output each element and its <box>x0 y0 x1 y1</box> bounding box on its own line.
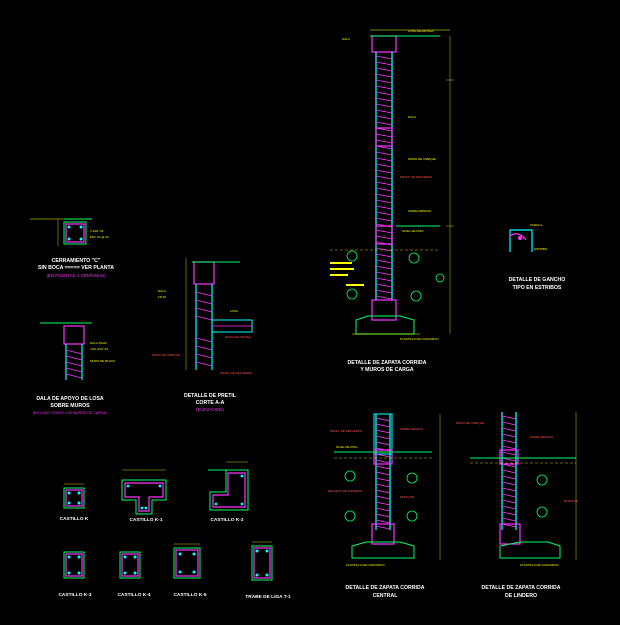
castillo-k1 <box>121 469 167 515</box>
zapata-central-title-2: CENTRAL <box>373 593 399 599</box>
svg-text:PLANTILLA DE CONCRETO: PLANTILLA DE CONCRETO <box>400 337 439 341</box>
castillo-k2-label: CASTILLO K-2 <box>210 517 243 523</box>
castillo-k3 <box>63 551 85 579</box>
svg-text:MURO DE TABIQUE: MURO DE TABIQUE <box>152 353 180 357</box>
svg-text:DALA 15x20: DALA 15x20 <box>90 341 107 345</box>
svg-text:EST. #2 @ 20: EST. #2 @ 20 <box>90 235 109 239</box>
castillo-k4-label: CASTILLO K-4 <box>117 592 150 598</box>
castillo-k4 <box>119 551 141 579</box>
zapata-central-detail: PROM. DE REFUERZO FIRME ARMADO NIVEL DE … <box>328 413 441 567</box>
zapata-carga-title-2: Y MUROS DE CARGA <box>360 367 413 373</box>
zapata-central-title-1: DETALLE DE ZAPATA CORRIDA <box>346 585 425 591</box>
dala-detail: DALA 15x20 4 #3, EST. #2 MURO DE BLOCK <box>40 322 115 380</box>
cerramiento-title-2: SIN BOCA ===== VER PLANTA <box>38 265 114 271</box>
svg-text:RELLENO DE MATERIAL: RELLENO DE MATERIAL <box>328 489 363 493</box>
svg-text:PLANTILLA DE CONCRETO: PLANTILLA DE CONCRETO <box>520 563 559 567</box>
svg-text:DALA: DALA <box>408 115 416 119</box>
castillo-k <box>63 483 85 509</box>
dala-subtitle: (EN CASO TODOS LOS MUROS DE CARGA) <box>33 411 108 415</box>
svg-text:NIVEL DE PISO: NIVEL DE PISO <box>336 445 358 449</box>
svg-text:NIVEL DE PISO: NIVEL DE PISO <box>402 229 424 233</box>
castillo-k2 <box>208 461 249 511</box>
svg-text:MURO DE: MURO DE <box>564 499 578 503</box>
svg-text:4 #3, EST. #2: 4 #3, EST. #2 <box>90 347 108 351</box>
svg-text:4 VAR. #3: 4 VAR. #3 <box>90 229 104 233</box>
svg-text:FIRME ARMADO: FIRME ARMADO <box>400 427 424 431</box>
svg-text:MURO DE TABIQUE: MURO DE TABIQUE <box>408 157 436 161</box>
svg-text:PLANTILLA DE CONCRETO: PLANTILLA DE CONCRETO <box>346 563 385 567</box>
svg-text:NIVEL DE AZOTEA: NIVEL DE AZOTEA <box>225 335 251 339</box>
svg-text:MURO DE TABIQUE: MURO DE TABIQUE <box>456 421 484 425</box>
castillo-k-label: CASTILLO K <box>60 516 89 522</box>
svg-text:15x15: 15x15 <box>158 295 167 299</box>
cerramiento-subtitle: (EN PUERTAS Y VENTANAS) <box>46 273 106 278</box>
dala-title-2: SOBRE MUROS <box>50 403 90 409</box>
svg-text:LOSA: LOSA <box>230 309 238 313</box>
trabe-t1-label: TRABE DE LIGA T-1 <box>245 594 291 600</box>
castillo-k5 <box>173 543 201 579</box>
svg-text:DALA: DALA <box>342 37 350 41</box>
svg-text:FIRME ARMADO: FIRME ARMADO <box>408 209 432 213</box>
pretil-subtitle: (ELEVACION) <box>196 407 224 412</box>
dala-title-1: DALA DE APOYO DE LOSA <box>36 396 104 402</box>
zapata-lindero-detail: MURO DE TABIQUE FIRME ARMADO MURO DE PLA… <box>456 412 578 567</box>
svg-text:MURO DE BLOCK: MURO DE BLOCK <box>90 359 115 363</box>
cerramiento-title-1: CERRAMIENTO "C" <box>52 258 101 264</box>
svg-text:FIRME ARMADO: FIRME ARMADO <box>530 435 554 439</box>
svg-text:VARILLA: VARILLA <box>530 223 542 227</box>
svg-text:PROM. DE REFUERZO: PROM. DE REFUERZO <box>400 175 433 179</box>
gancho-title-2: TIPO EN ESTRIBOS <box>513 285 562 291</box>
castillo-k3-label: CASTILLO K-3 <box>58 592 91 598</box>
gancho-detail: VARILLA ESTRIBO <box>509 223 548 252</box>
gancho-title-1: DETALLE DE GANCHO <box>509 277 566 283</box>
zapata-lindero-title-1: DETALLE DE ZAPATA CORRIDA <box>482 585 561 591</box>
pretil-detail: DALA 15x15 LOSA NIVEL DE AZOTEA MURO DE … <box>152 258 253 375</box>
castillo-k5-label: CASTILLO K-5 <box>173 592 206 598</box>
svg-text:DALA: DALA <box>158 289 166 293</box>
pretil-title-1: DETALLE DE PRETIL <box>184 393 237 399</box>
svg-text:PROM. DE REFUERZO: PROM. DE REFUERZO <box>220 371 253 375</box>
pretil-title-2: CORTE A-A <box>196 400 225 406</box>
svg-text:PROM. DE REFUERZO: PROM. DE REFUERZO <box>330 429 363 433</box>
castillo-k1-label: CASTILLO K-1 <box>129 517 162 523</box>
zapata-carga-title-1: DETALLE DE ZAPATA CORRIDA <box>348 360 427 366</box>
svg-text:LOSA DE AZOTEA: LOSA DE AZOTEA <box>408 29 434 33</box>
svg-text:ESTRIBO: ESTRIBO <box>534 247 548 251</box>
svg-text:MURO DE: MURO DE <box>400 495 414 499</box>
zapata-lindero-title-2: DE LINDERO <box>505 593 537 599</box>
trabe-t1 <box>251 541 273 581</box>
zapata-carga-detail: DALA LOSA DE AZOTEA DALA MURO DE TABIQUE… <box>330 29 454 341</box>
cerramiento-detail: 4 VAR. #3 EST. #2 @ 20 <box>30 218 109 246</box>
